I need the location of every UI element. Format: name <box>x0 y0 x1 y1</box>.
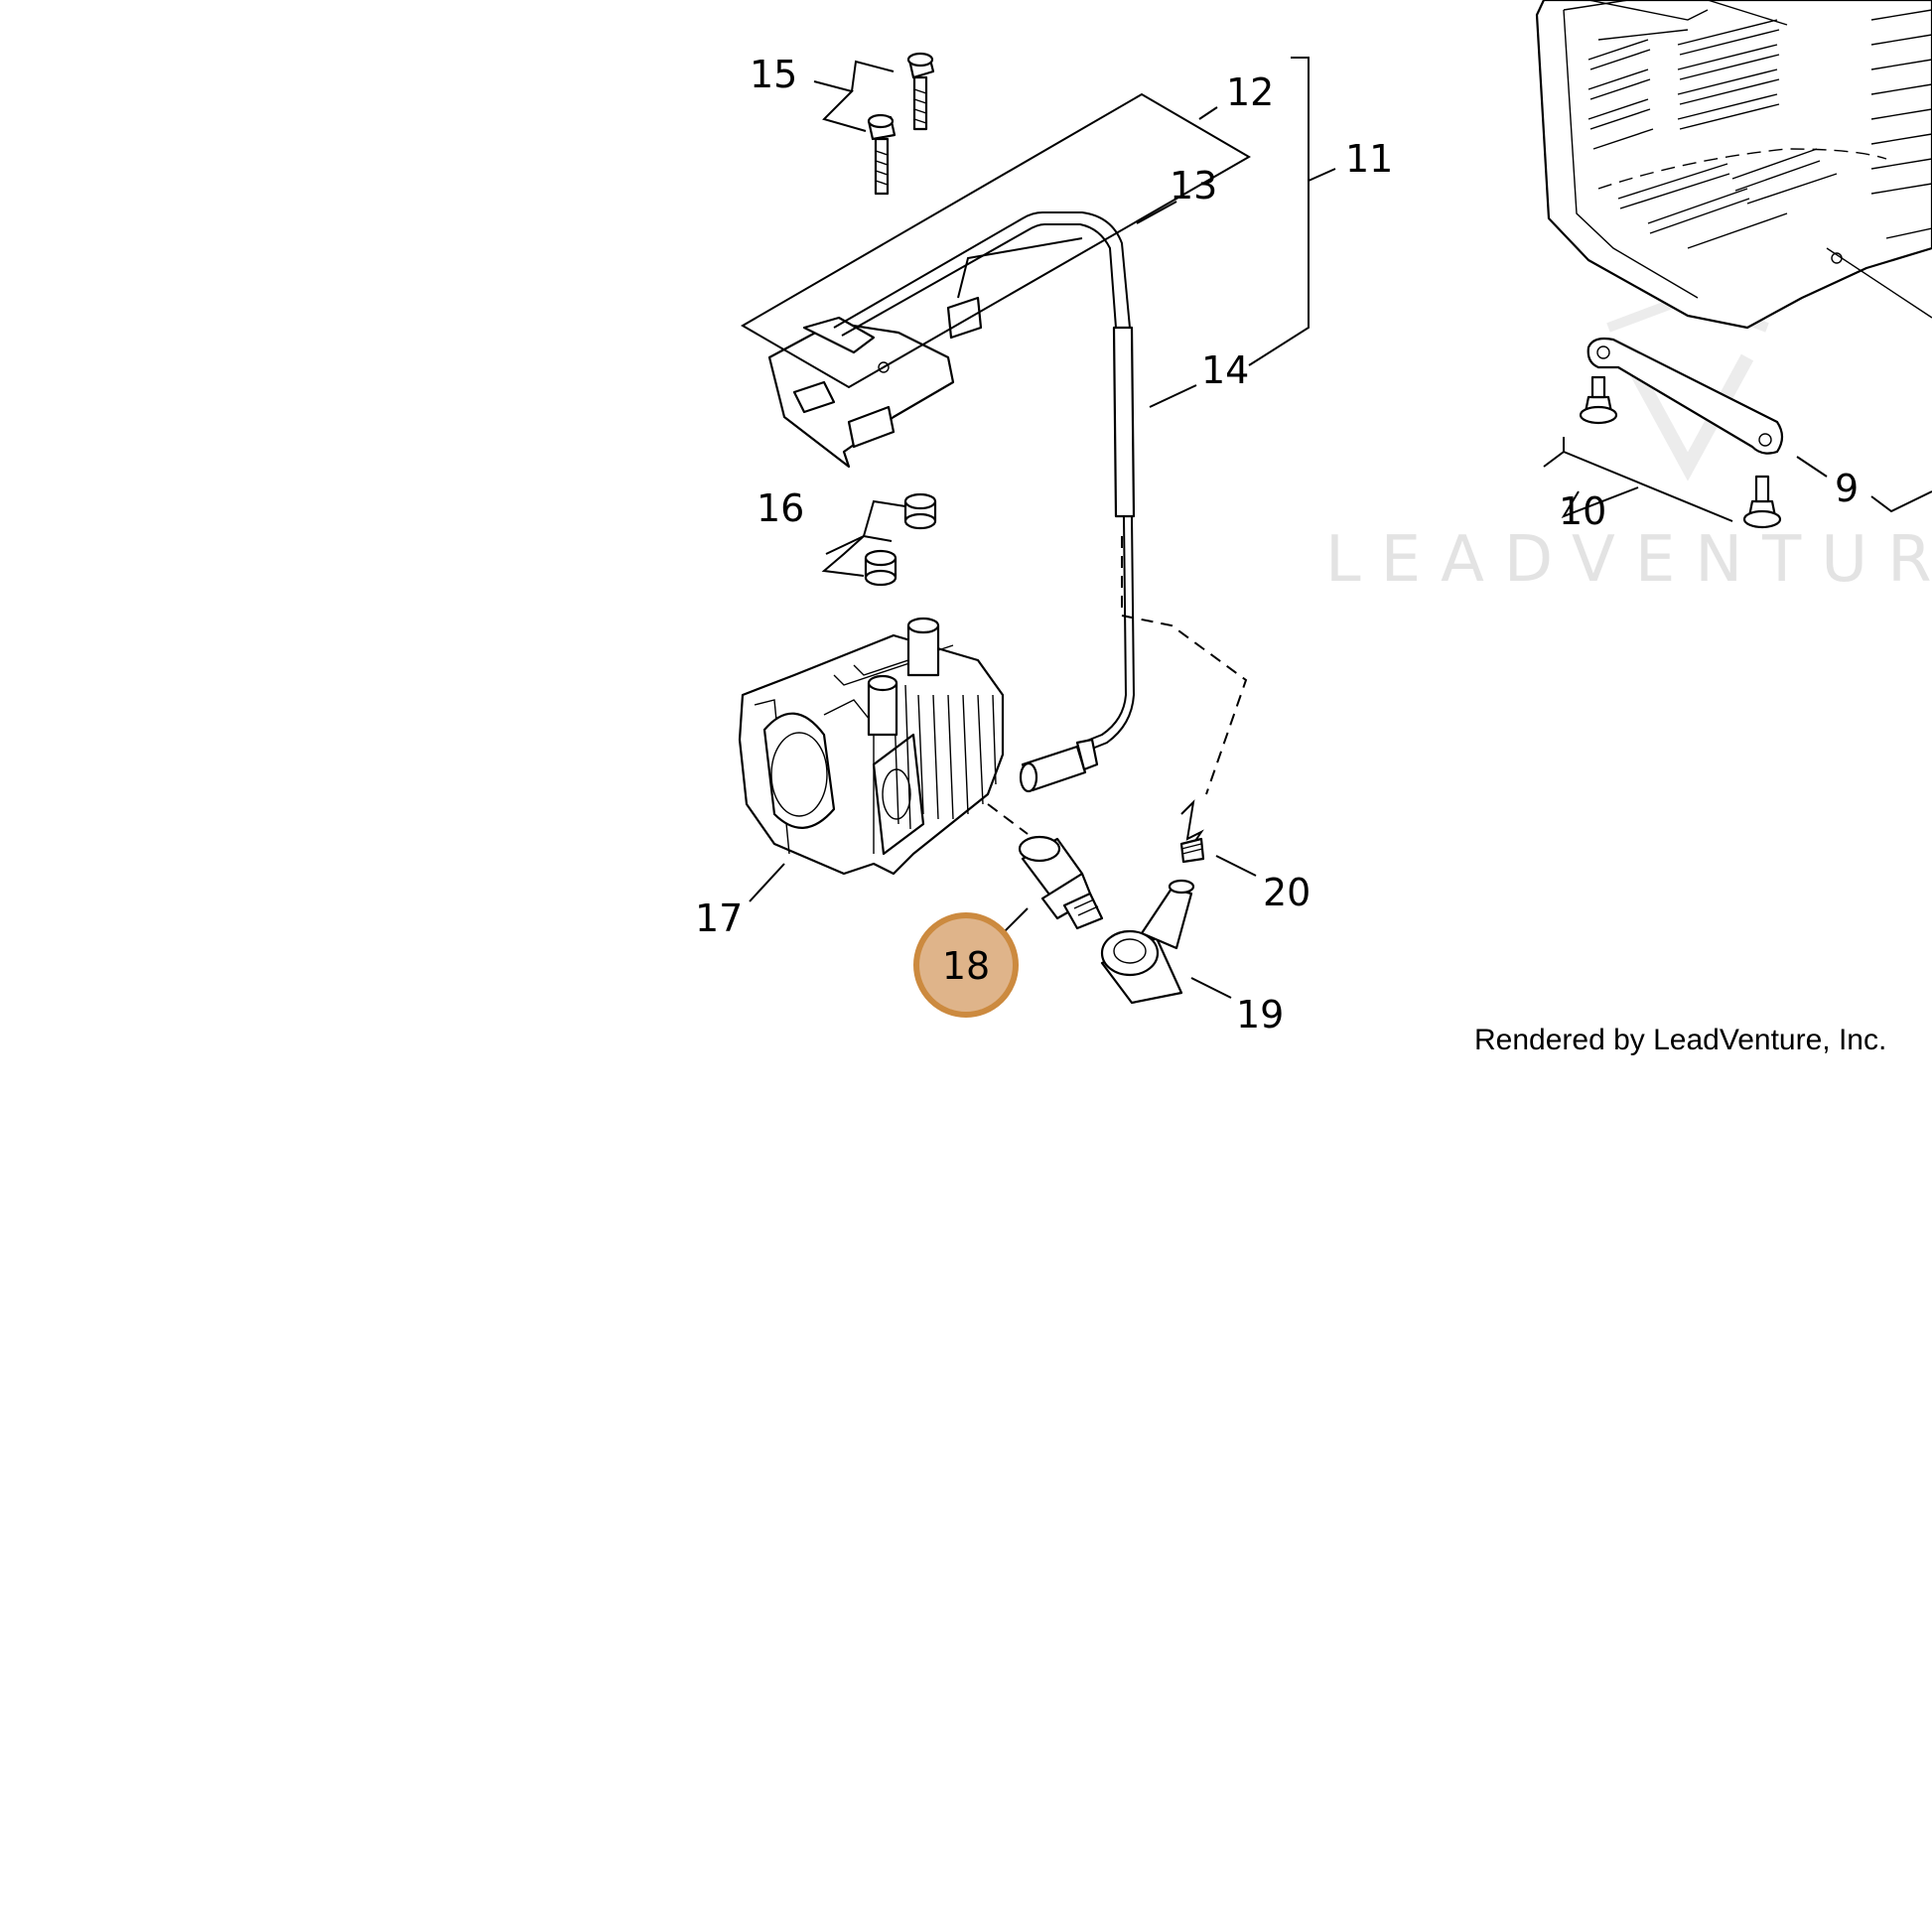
callout-17[interactable]: 17 <box>695 897 743 940</box>
callout-12[interactable]: 12 <box>1226 70 1274 114</box>
callout-9[interactable]: 9 <box>1835 467 1859 510</box>
spacer-drawing <box>903 492 937 530</box>
watermark-text: LEADVENTUR <box>1325 523 1932 597</box>
screw-drawing <box>906 52 935 131</box>
callout-10[interactable]: 10 <box>1559 489 1606 533</box>
callout-14[interactable]: 14 <box>1201 348 1249 392</box>
screw-drawing <box>1742 475 1782 529</box>
spacer-drawing <box>864 549 897 587</box>
cylinder-drawing <box>738 617 1005 876</box>
callout-11[interactable]: 11 <box>1345 137 1393 181</box>
callout-13[interactable]: 13 <box>1170 164 1217 207</box>
callout-15[interactable]: 15 <box>750 53 797 96</box>
callout-19[interactable]: 19 <box>1236 993 1284 1036</box>
callout-18[interactable]: 18 <box>942 944 990 988</box>
screw-drawing <box>1579 375 1618 425</box>
callout-16[interactable]: 16 <box>757 486 804 530</box>
ignition-coil-drawing <box>767 211 1136 793</box>
leadventure-watermark: LEADVENTUR <box>1325 292 1932 597</box>
leader-lines <box>741 57 1932 999</box>
engine-guard-drawing <box>1535 0 1932 330</box>
spark-plug-drawing <box>1018 835 1104 930</box>
bracket-drawing <box>1587 337 1784 455</box>
render-credit: Rendered by LeadVenture, Inc. <box>1474 1024 1886 1056</box>
spring-drawing <box>1179 799 1205 864</box>
highlight-circle <box>913 912 1019 1018</box>
screw-drawing <box>867 113 897 196</box>
callout-20[interactable]: 20 <box>1263 871 1311 914</box>
highlighted-callout-18[interactable]: 18 <box>913 912 1019 1018</box>
plug-cap-drawing <box>1100 879 1195 1005</box>
